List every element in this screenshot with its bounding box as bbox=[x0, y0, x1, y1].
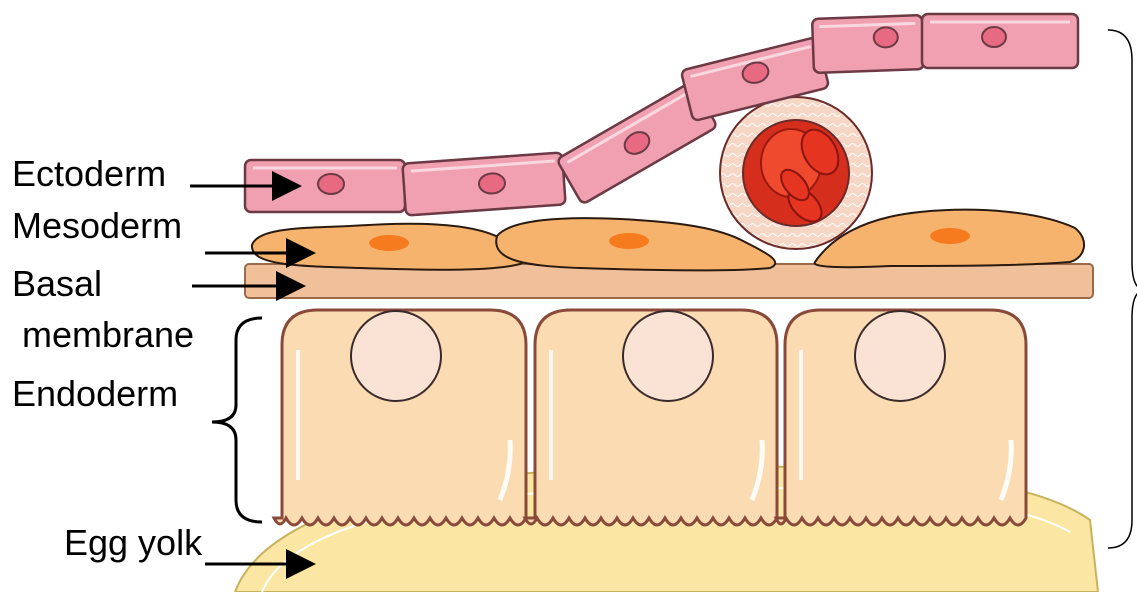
endoderm-cell bbox=[525, 310, 777, 525]
endoderm-cell bbox=[776, 310, 1026, 525]
mesoderm-cell bbox=[252, 224, 526, 270]
endoderm-label: Endoderm bbox=[12, 373, 178, 414]
ectoderm-layer bbox=[245, 14, 1078, 216]
mesoderm-layer bbox=[252, 210, 1084, 271]
endoderm-cell bbox=[274, 310, 526, 525]
endoderm-brace bbox=[212, 318, 262, 522]
ectoderm-cell bbox=[812, 15, 924, 73]
ectoderm-cell bbox=[922, 14, 1078, 68]
mesoderm-label: Mesoderm bbox=[12, 205, 182, 246]
basal-membrane-label-line1: Basal bbox=[12, 263, 102, 304]
ectoderm-cell bbox=[402, 152, 565, 215]
mesoderm-nucleus bbox=[930, 228, 970, 244]
ectoderm-nucleus bbox=[318, 174, 344, 194]
ectoderm-nucleus bbox=[873, 27, 898, 48]
blood-vessel bbox=[720, 97, 872, 249]
endoderm-nucleus bbox=[351, 311, 441, 401]
right-brace bbox=[1108, 30, 1137, 548]
endoderm-layer bbox=[274, 310, 1026, 525]
endoderm-nucleus bbox=[623, 311, 713, 401]
mesoderm-nucleus bbox=[609, 233, 649, 249]
endoderm-nucleus bbox=[855, 311, 945, 401]
basal-membrane-label-line2: membrane bbox=[22, 314, 194, 355]
ectoderm-nucleus bbox=[982, 27, 1006, 47]
ectoderm-label: Ectoderm bbox=[12, 153, 166, 194]
egg-yolk-label: Egg yolk bbox=[64, 522, 203, 563]
mesoderm-nucleus bbox=[369, 235, 409, 251]
ectoderm-nucleus bbox=[478, 173, 505, 195]
mesoderm-cell bbox=[496, 218, 775, 270]
